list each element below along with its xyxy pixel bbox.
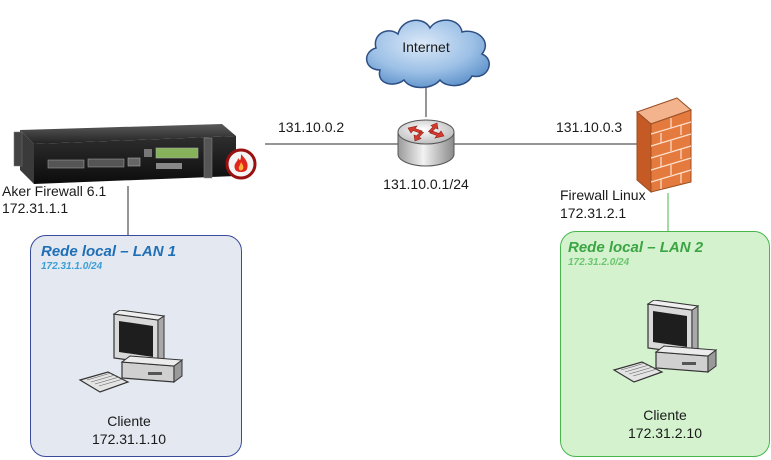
router-ip: 131.10.0.1/24 bbox=[383, 176, 469, 192]
linux-lan-ip: 172.31.2.1 bbox=[560, 205, 627, 221]
lan2-title: Rede local – LAN 2 bbox=[568, 239, 704, 256]
desktop-computer-icon bbox=[78, 310, 184, 393]
aker-lan-ip: 172.31.1.1 bbox=[2, 200, 69, 216]
lan2-subnet: 172.31.2.0/24 bbox=[568, 257, 630, 268]
brick-firewall-icon bbox=[636, 97, 692, 194]
router-icon bbox=[397, 119, 455, 167]
lan1-title: Rede local – LAN 1 bbox=[41, 243, 177, 260]
linux-name: Firewall Linux bbox=[560, 187, 646, 203]
aker-wan-ip: 131.10.0.2 bbox=[278, 119, 345, 135]
lan2-client-ip: 172.31.2.10 bbox=[628, 425, 702, 441]
desktop-computer-icon bbox=[612, 300, 718, 383]
lan2-client-label: Cliente bbox=[643, 407, 687, 423]
lan1-subnet: 172.31.1.0/24 bbox=[41, 261, 103, 272]
aker-name: Aker Firewall 6.1 bbox=[2, 183, 107, 199]
cloud-icon bbox=[366, 19, 490, 89]
linux-wan-ip: 131.10.0.3 bbox=[556, 119, 623, 135]
internet-label: Internet bbox=[402, 39, 450, 55]
lan1-client-ip: 172.31.1.10 bbox=[92, 431, 166, 447]
lan1-client-label: Cliente bbox=[107, 413, 151, 429]
rack-firewall-icon bbox=[13, 124, 257, 184]
